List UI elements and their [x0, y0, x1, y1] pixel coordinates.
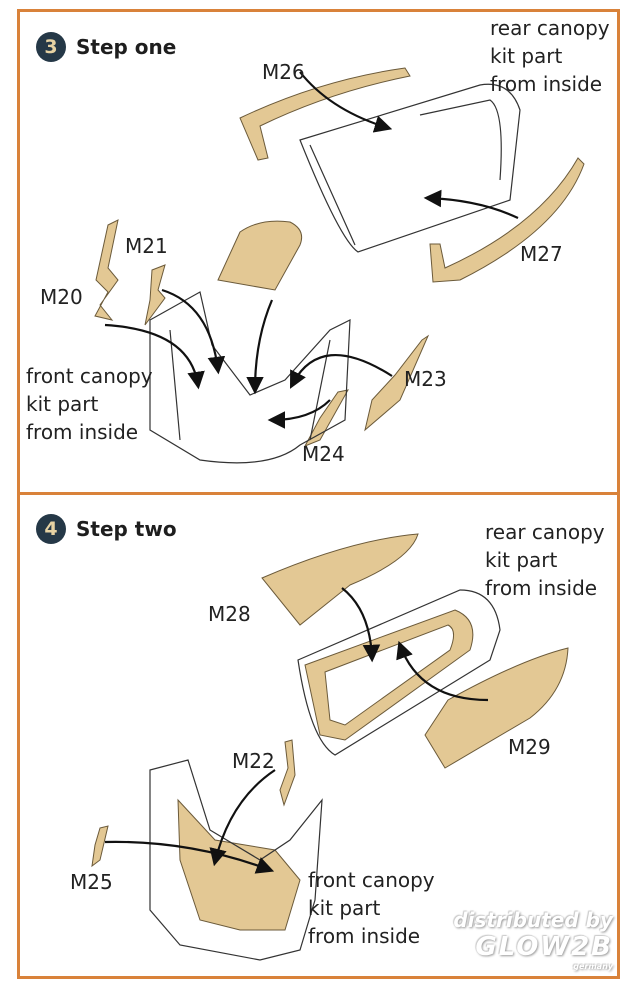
rear-canopy-label: rear canopy kit part from inside: [490, 16, 610, 96]
part-m21: [144, 264, 166, 326]
part-label-m20: M20: [40, 285, 83, 309]
part-label-m25: M25: [70, 870, 113, 894]
step-one-header: 3 Step one: [36, 32, 176, 62]
part-label-m21: M21: [125, 234, 168, 258]
distributor-watermark: distributed by GLOW2B germany: [453, 908, 613, 971]
part-m24: [303, 389, 349, 447]
part-m29: [424, 647, 569, 769]
rear-frame-insert: [304, 609, 474, 741]
step-title: Step two: [76, 517, 177, 541]
part-m22: [279, 739, 296, 807]
part-label-m22: M22: [232, 749, 275, 773]
part-label-m29: M29: [508, 735, 551, 759]
step-title: Step one: [76, 35, 177, 59]
part-label-m24: M24: [302, 442, 345, 466]
rear-canopy-label: rear canopy kit part from inside: [485, 520, 605, 600]
part-label-m27: M27: [520, 242, 563, 266]
step-number-badge: 4: [36, 514, 66, 544]
part-m28: [261, 533, 419, 626]
watermark-line3: germany: [573, 962, 613, 971]
part-m27: [429, 157, 585, 283]
part-m20: [94, 219, 119, 321]
part-m25: [91, 825, 109, 868]
front-canopy-step2: [149, 759, 323, 961]
rear-canopy-step2: [297, 589, 501, 756]
part-label-m26: M26: [262, 60, 305, 84]
part-label-m23: M23: [404, 367, 447, 391]
step-two-header: 4 Step two: [36, 514, 177, 544]
part-m26: [239, 67, 411, 161]
front-frame-insert: [177, 798, 301, 931]
watermark-logo: GLOW2B: [475, 932, 613, 962]
watermark-line1: distributed by: [453, 908, 613, 932]
front-canopy-label: front canopy kit part from inside: [26, 364, 153, 444]
step-number-badge: 3: [36, 32, 66, 62]
part-m23: [364, 334, 430, 432]
part-label-m28: M28: [208, 602, 251, 626]
part-m28-top: [217, 220, 303, 291]
rear-canopy-step1: [299, 83, 521, 253]
front-canopy-label: front canopy kit part from inside: [308, 868, 435, 948]
